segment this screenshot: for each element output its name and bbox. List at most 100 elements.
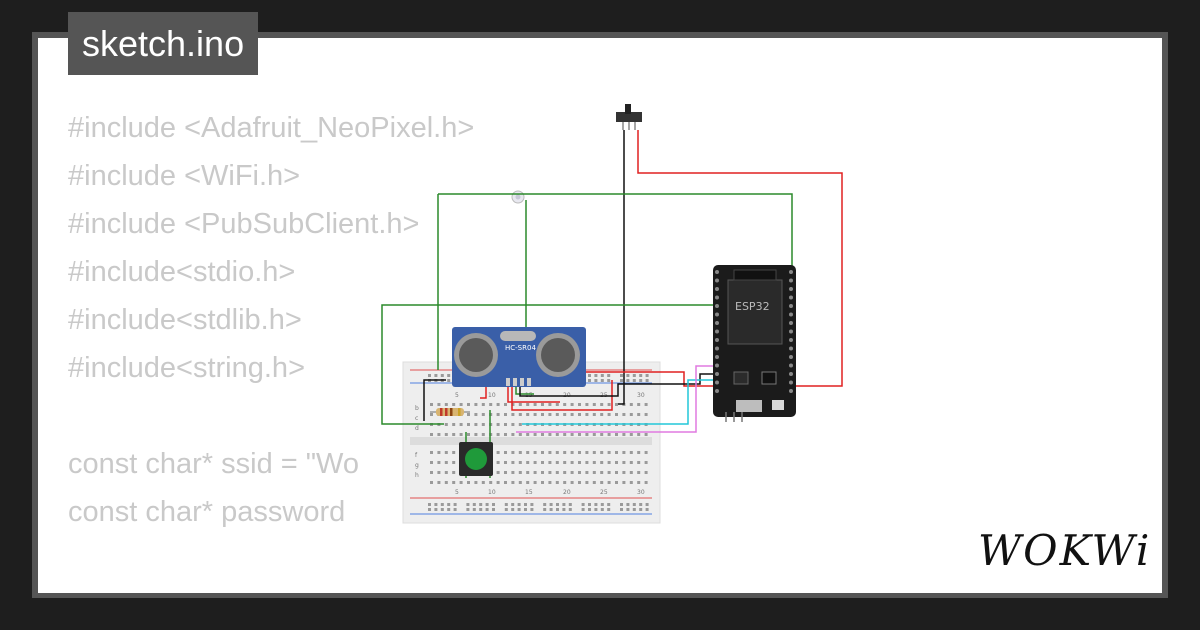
breadboard-hole (644, 471, 648, 474)
breadboard-hole (474, 433, 478, 436)
power-rail-hole (543, 503, 547, 506)
resistor[interactable] (430, 408, 470, 416)
code-line: const char* password (68, 496, 346, 528)
breadboard-hole (592, 471, 596, 474)
breadboard-hole (518, 403, 522, 406)
breadboard-hole (570, 471, 574, 474)
breadboard-hole (555, 433, 559, 436)
power-rail-hole (504, 503, 508, 506)
led[interactable] (511, 190, 525, 204)
column-number: 30 (637, 489, 645, 496)
column-number: 5 (455, 392, 459, 399)
breadboard-hole (570, 433, 574, 436)
power-rail-hole (434, 503, 438, 506)
esp32-pin (789, 312, 793, 317)
power-rail-hole (479, 508, 483, 511)
breadboard-hole (504, 403, 507, 406)
breadboard-hole (526, 461, 530, 464)
breadboard-hole (622, 471, 626, 474)
breadboard-hole (437, 471, 441, 474)
breadboard-hole (452, 433, 456, 436)
power-rail-hole (549, 503, 553, 506)
breadboard-hole (533, 403, 537, 406)
esp32-pin (789, 278, 793, 283)
breadboard-hole (437, 403, 441, 406)
esp32-pin (789, 363, 793, 368)
power-rail-hole (530, 508, 534, 511)
breadboard-hole (637, 403, 641, 406)
power-rail-hole (607, 374, 611, 377)
power-rail-hole (588, 503, 591, 506)
breadboard-hole (541, 471, 544, 474)
power-rail-hole (517, 503, 521, 506)
power-rail-hole (492, 503, 495, 506)
esp32-board[interactable]: ESP32 (713, 265, 796, 422)
power-rail-hole (645, 374, 649, 377)
esp32-pin (715, 338, 719, 342)
breadboard-hole (496, 423, 500, 426)
power-rail-hole (440, 374, 444, 377)
power-rail-hole (466, 508, 470, 511)
power-rail-hole (447, 508, 451, 511)
breadboard-hole (437, 461, 441, 464)
breadboard-hole (518, 461, 522, 464)
esp32-pin (789, 389, 793, 393)
power-rail-hole (447, 379, 451, 382)
breadboard-hole (548, 413, 552, 416)
power-rail-hole (549, 508, 553, 511)
breadboard-hole (518, 471, 522, 474)
breadboard-hole (600, 413, 604, 416)
column-number: 15 (525, 489, 533, 496)
power-rail-hole (434, 374, 438, 377)
breadboard-hole (600, 433, 604, 436)
breadboard-hole (615, 461, 618, 464)
breadboard-hole (511, 413, 515, 416)
esp32-pin (789, 380, 793, 385)
row-letter: b (415, 405, 419, 412)
breadboard-hole (607, 481, 611, 484)
breadboard-hole (622, 413, 626, 416)
esp32-pin (789, 355, 793, 359)
power-rail-hole (632, 508, 636, 511)
breadboard-hole (607, 451, 611, 454)
breadboard-hole (504, 471, 507, 474)
breadboard-hole (644, 413, 648, 416)
breadboard-hole (452, 403, 456, 406)
slide-switch[interactable] (616, 104, 642, 130)
breadboard-hole (600, 471, 604, 474)
power-rail-hole (568, 503, 572, 506)
breadboard-hole (592, 451, 596, 454)
column-number: 10 (488, 489, 496, 496)
breadboard-hole (489, 481, 493, 484)
breadboard-hole (578, 471, 581, 474)
esp32-pin (715, 304, 719, 308)
breadboard-hole (430, 461, 433, 464)
code-line: Co i i h if h i d (68, 584, 474, 593)
ultrasonic-sensor[interactable]: HC-SR04 (452, 327, 586, 387)
power-rail-hole (594, 374, 598, 377)
breadboard-hole (518, 423, 522, 426)
breadboard-hole (578, 403, 581, 406)
power-rail-hole (556, 503, 559, 506)
code-preview: #include <Adafruit_NeoPixel.h> #include … (68, 104, 474, 593)
push-button[interactable] (459, 442, 493, 476)
power-rail-hole (447, 503, 451, 506)
power-rail-hole (428, 503, 431, 506)
breadboard-hole (592, 481, 596, 484)
breadboard-hole (481, 423, 485, 426)
esp32-pin (715, 380, 719, 385)
breadboard-hole (629, 471, 633, 474)
breadboard-hole (459, 403, 463, 406)
file-tab[interactable]: sketch.ino (68, 12, 259, 75)
sensor-label: HC-SR04 (505, 344, 536, 352)
esp32-pin (715, 278, 719, 283)
breadboard-hole (496, 461, 500, 464)
esp32-pin (715, 295, 719, 300)
breadboard-hole (637, 451, 641, 454)
breadboard-hole (629, 481, 633, 484)
breadboard-hole (452, 471, 456, 474)
esp32-pin (789, 287, 793, 291)
breadboard-hole (548, 481, 552, 484)
power-rail-hole (594, 379, 598, 382)
breadboard-hole (437, 451, 441, 454)
